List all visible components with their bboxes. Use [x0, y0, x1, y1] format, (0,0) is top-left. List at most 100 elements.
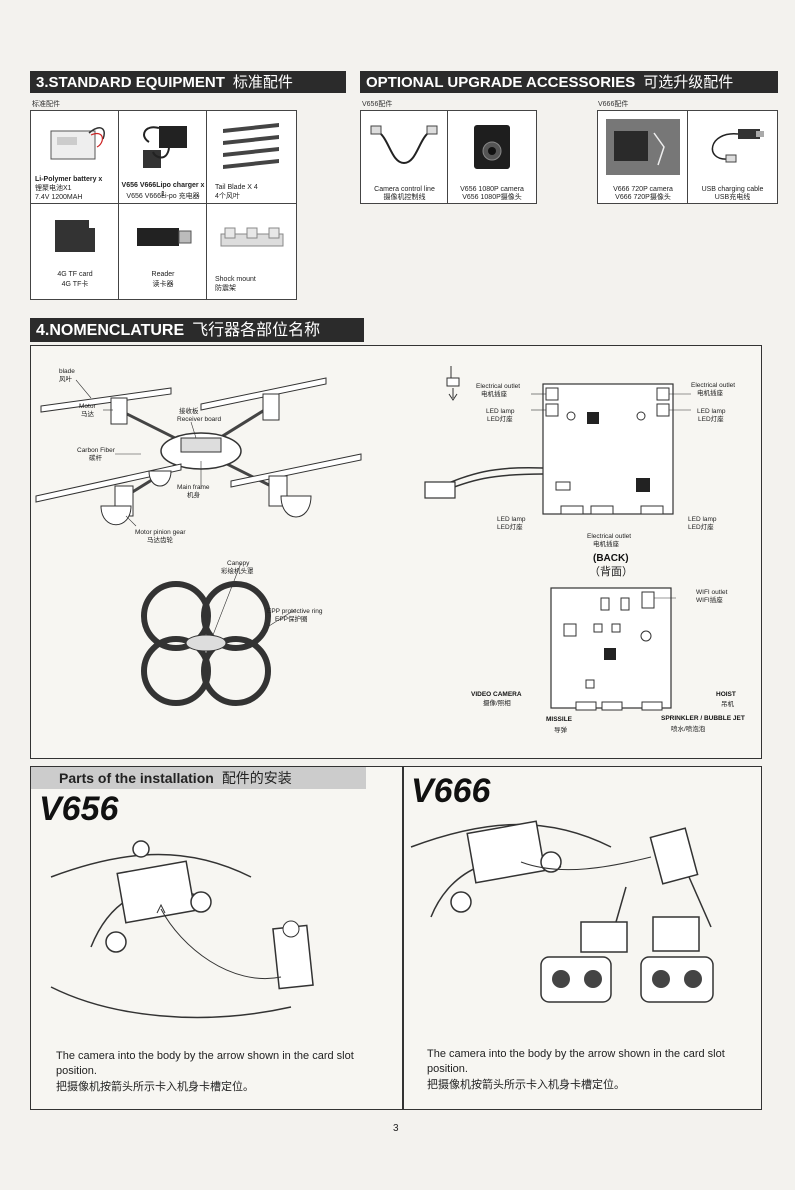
- wifi-outlet-label-zh: WIFI插座: [696, 597, 723, 604]
- v666-install-text-zh: 把摄像机按箭头所示卡入机身卡槽定位。: [427, 1078, 625, 1091]
- installation-title-zh: 配件的安装: [221, 771, 292, 787]
- v656-accessories-sub: V656配件: [362, 101, 393, 108]
- reader-image: [137, 228, 192, 246]
- v666-model-label: V666: [411, 772, 491, 810]
- sprinkler-label-zh: 喷水/喷泡泡: [671, 726, 706, 733]
- epp-ring-label: EPP protective ring: [267, 608, 323, 615]
- v656-install-text-en: The camera into the body by the arrow sh…: [56, 1050, 354, 1077]
- v656-camera-image: [474, 125, 510, 169]
- receiver-board-front: [424, 366, 691, 515]
- v656-model-label: V656: [39, 790, 119, 828]
- led-lamp-4-label: LED lamp: [688, 516, 717, 523]
- hoist-label-zh: 吊机: [721, 701, 734, 708]
- carbon-fiber-label-zh: 碳杆: [89, 455, 102, 462]
- blades-image: [223, 123, 279, 169]
- led-lamp-2-label: LED lamp: [697, 408, 726, 415]
- installation-title: Parts of the installation: [59, 770, 214, 786]
- receiver-board-back: [550, 587, 676, 711]
- item-battery: Li-Polymer battery x 锂聚电池X1 7.4V 1200MAH: [30, 110, 120, 205]
- electrical-outlet-2-label-zh: 电机插座: [697, 390, 723, 397]
- item-charger: V656 V666Lipo charger x 1 V656 V666Li-po…: [118, 110, 208, 205]
- led-lamp-3-label: LED lamp: [497, 516, 526, 523]
- item-camera-control-line: Camera control line 摄像机控制线: [360, 110, 449, 204]
- led-lamp-4-label-zh: LED灯座: [688, 524, 714, 531]
- main-frame-label-zh: 机身: [187, 492, 200, 499]
- shock-mount-image: [220, 227, 284, 247]
- standard-equipment-grid: Li-Polymer battery x 锂聚电池X1 7.4V 1200MAH…: [30, 110, 297, 300]
- item-blades: Tail Blade X 4 4个风叶: [206, 110, 297, 205]
- item-v666-camera: V666 720P camera V666 720P摄像头: [597, 110, 689, 204]
- carbon-fiber-label: Carbon Fiber: [77, 447, 115, 454]
- pinion-gear-label-zh: 马达齿轮: [147, 537, 173, 544]
- canopy-label: Canopy: [227, 560, 250, 567]
- item-shock-mount: Shock mount 防震架: [206, 203, 297, 300]
- motor-label: Motor: [79, 403, 96, 410]
- electrical-outlet-2-label: Electrical outlet: [691, 382, 736, 389]
- hoist-label: HOIST: [716, 691, 736, 698]
- tf-card-image: [55, 220, 95, 252]
- electrical-outlet-1-label: Electrical outlet: [476, 383, 521, 390]
- nomenclature-title-zh: 飞行器各部位名称: [192, 320, 321, 339]
- item-usb-cable: USB charging cable USB充电线: [687, 110, 778, 204]
- usb-cable-label-zh: USB充电线: [714, 194, 751, 201]
- blade-label: blade: [59, 368, 75, 375]
- item-reader: Reader 读卡器: [118, 203, 208, 300]
- led-lamp-3-label-zh: LED灯座: [497, 524, 523, 531]
- led-lamp-1-label: LED lamp: [486, 408, 515, 415]
- tf-card-label-zh: 4G TF卡: [61, 281, 89, 288]
- control-line-label: Camera control line: [374, 186, 435, 193]
- page-number: 3: [393, 1123, 399, 1134]
- led-lamp-1-label-zh: LED灯座: [487, 416, 513, 423]
- charger-label-zh: V656 V666Li-po 充电器: [126, 193, 200, 200]
- installation-title-bar: Parts of the installation 配件的安装: [31, 767, 366, 789]
- blades-label: Tail Blade X 4: [215, 184, 258, 191]
- missile-label: MISSILE: [546, 716, 573, 723]
- standard-equipment-sub: 标准配件: [32, 101, 60, 108]
- reader-label-zh: 读卡器: [152, 281, 174, 288]
- video-camera-label-zh: 摄像/照相: [483, 700, 511, 707]
- receiver-label: Receiver board: [177, 416, 222, 423]
- control-line-label-zh: 摄像机控制线: [383, 194, 426, 201]
- usb-cable-image: [711, 129, 764, 163]
- motor-label-zh: 马达: [81, 411, 94, 418]
- standard-equipment-title-zh: 标准配件: [232, 73, 293, 91]
- item-tf-card: 4G TF card 4G TF卡: [30, 203, 120, 300]
- control-line-image: [370, 125, 438, 165]
- electrical-outlet-3-label-zh: 电机插座: [593, 541, 619, 548]
- canopy-label-zh: 彩绘机头罩: [221, 568, 254, 575]
- v666-camera-image: [606, 119, 680, 175]
- installation-divider: [402, 767, 404, 1109]
- optional-accessories-title: OPTIONAL UPGRADE ACCESSORIES: [366, 74, 636, 91]
- back-label: (BACK): [593, 553, 629, 564]
- blade-label-zh: 风叶: [59, 376, 72, 383]
- v666-install-text-en: The camera into the body by the arrow sh…: [427, 1048, 725, 1075]
- battery-spec: 7.4V 1200MAH: [35, 194, 83, 201]
- v656-install-text: The camera into the body by the arrow sh…: [56, 1049, 366, 1094]
- battery-label-zh: 锂聚电池X1: [35, 185, 72, 192]
- shock-mount-label: Shock mount: [215, 276, 256, 283]
- video-camera-label: VIDEO CAMERA: [471, 691, 522, 698]
- v656-camera-label-zh: V656 1080P摄像头: [462, 194, 522, 201]
- v656-camera-label: V656 1080P camera: [460, 186, 524, 193]
- receiver-label-zh: 接收板: [179, 408, 199, 415]
- sprinkler-label: SPRINKLER / BUBBLE JET: [661, 715, 745, 722]
- blades-label-zh: 4个风叶: [215, 193, 240, 200]
- v666-install-text: The camera into the body by the arrow sh…: [427, 1047, 742, 1092]
- charger-label: V656 V666Lipo charger x 1: [121, 182, 205, 198]
- standard-equipment-header: 3.STANDARD EQUIPMENT 标准配件: [30, 71, 346, 93]
- shock-mount-label-zh: 防震架: [215, 285, 236, 292]
- battery-image: [50, 127, 105, 160]
- electrical-outlet-3-label: Electrical outlet: [587, 533, 632, 540]
- led-lamp-2-label-zh: LED灯座: [698, 416, 724, 423]
- nomenclature-panel: blade 风叶 Motor 马达 接收板 Receiver board Car…: [30, 345, 762, 759]
- standard-equipment-title: 3.STANDARD EQUIPMENT: [36, 74, 225, 91]
- v666-install-diagram: [410, 820, 714, 1003]
- back-label-zh: （背面）: [589, 566, 633, 578]
- battery-label: Li-Polymer battery x: [35, 176, 103, 183]
- installation-panel: Parts of the installation 配件的安装 V656 V666: [30, 766, 762, 1110]
- charger-image: [143, 126, 187, 168]
- optional-accessories-header: OPTIONAL UPGRADE ACCESSORIES 可选升级配件: [360, 71, 778, 93]
- optional-accessories-title-zh: 可选升级配件: [643, 73, 734, 91]
- drone-diagram: [35, 377, 362, 527]
